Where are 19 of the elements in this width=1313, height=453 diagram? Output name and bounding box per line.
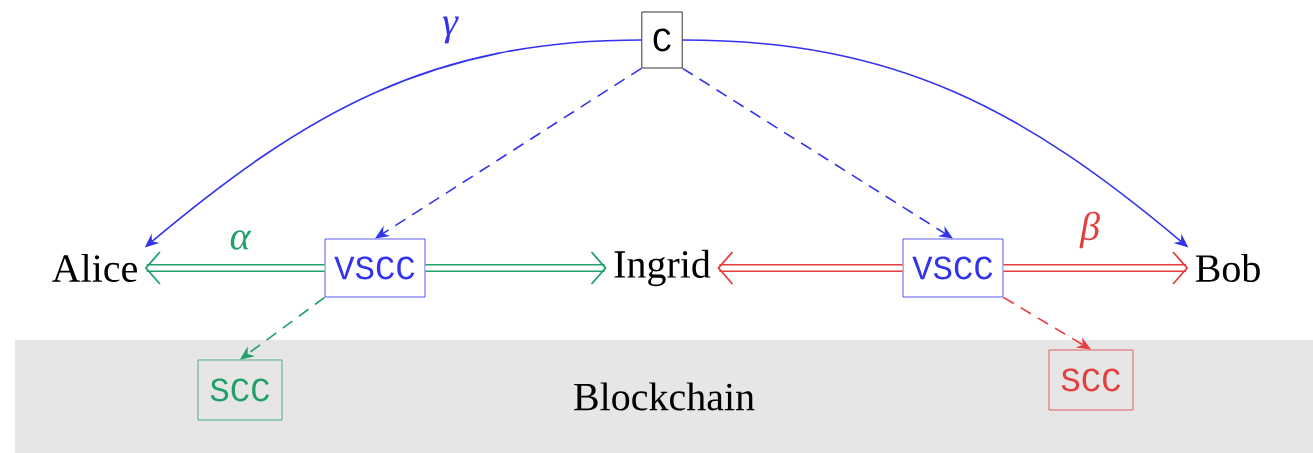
arrow (1002, 296, 1091, 350)
party-name: Ingrid (614, 249, 711, 287)
contract-box: SCC (1048, 349, 1134, 411)
arrow (240, 296, 326, 360)
party-box: C (641, 11, 683, 69)
edge-label: γ (440, 14, 460, 46)
contract-box: SCC (197, 359, 283, 421)
arrow (681, 67, 953, 239)
arrow (1003, 251, 1189, 285)
arrow (144, 251, 325, 285)
contract-box: VSCC (324, 238, 426, 298)
arrow (375, 67, 643, 239)
party-name: Alice (52, 253, 137, 283)
edge-label: β (1078, 209, 1102, 251)
arrow (425, 251, 607, 285)
edge-label: α (227, 228, 253, 252)
party-name: Bob (1195, 253, 1260, 283)
contract-box: VSCC (902, 238, 1004, 298)
arrow (717, 251, 903, 285)
